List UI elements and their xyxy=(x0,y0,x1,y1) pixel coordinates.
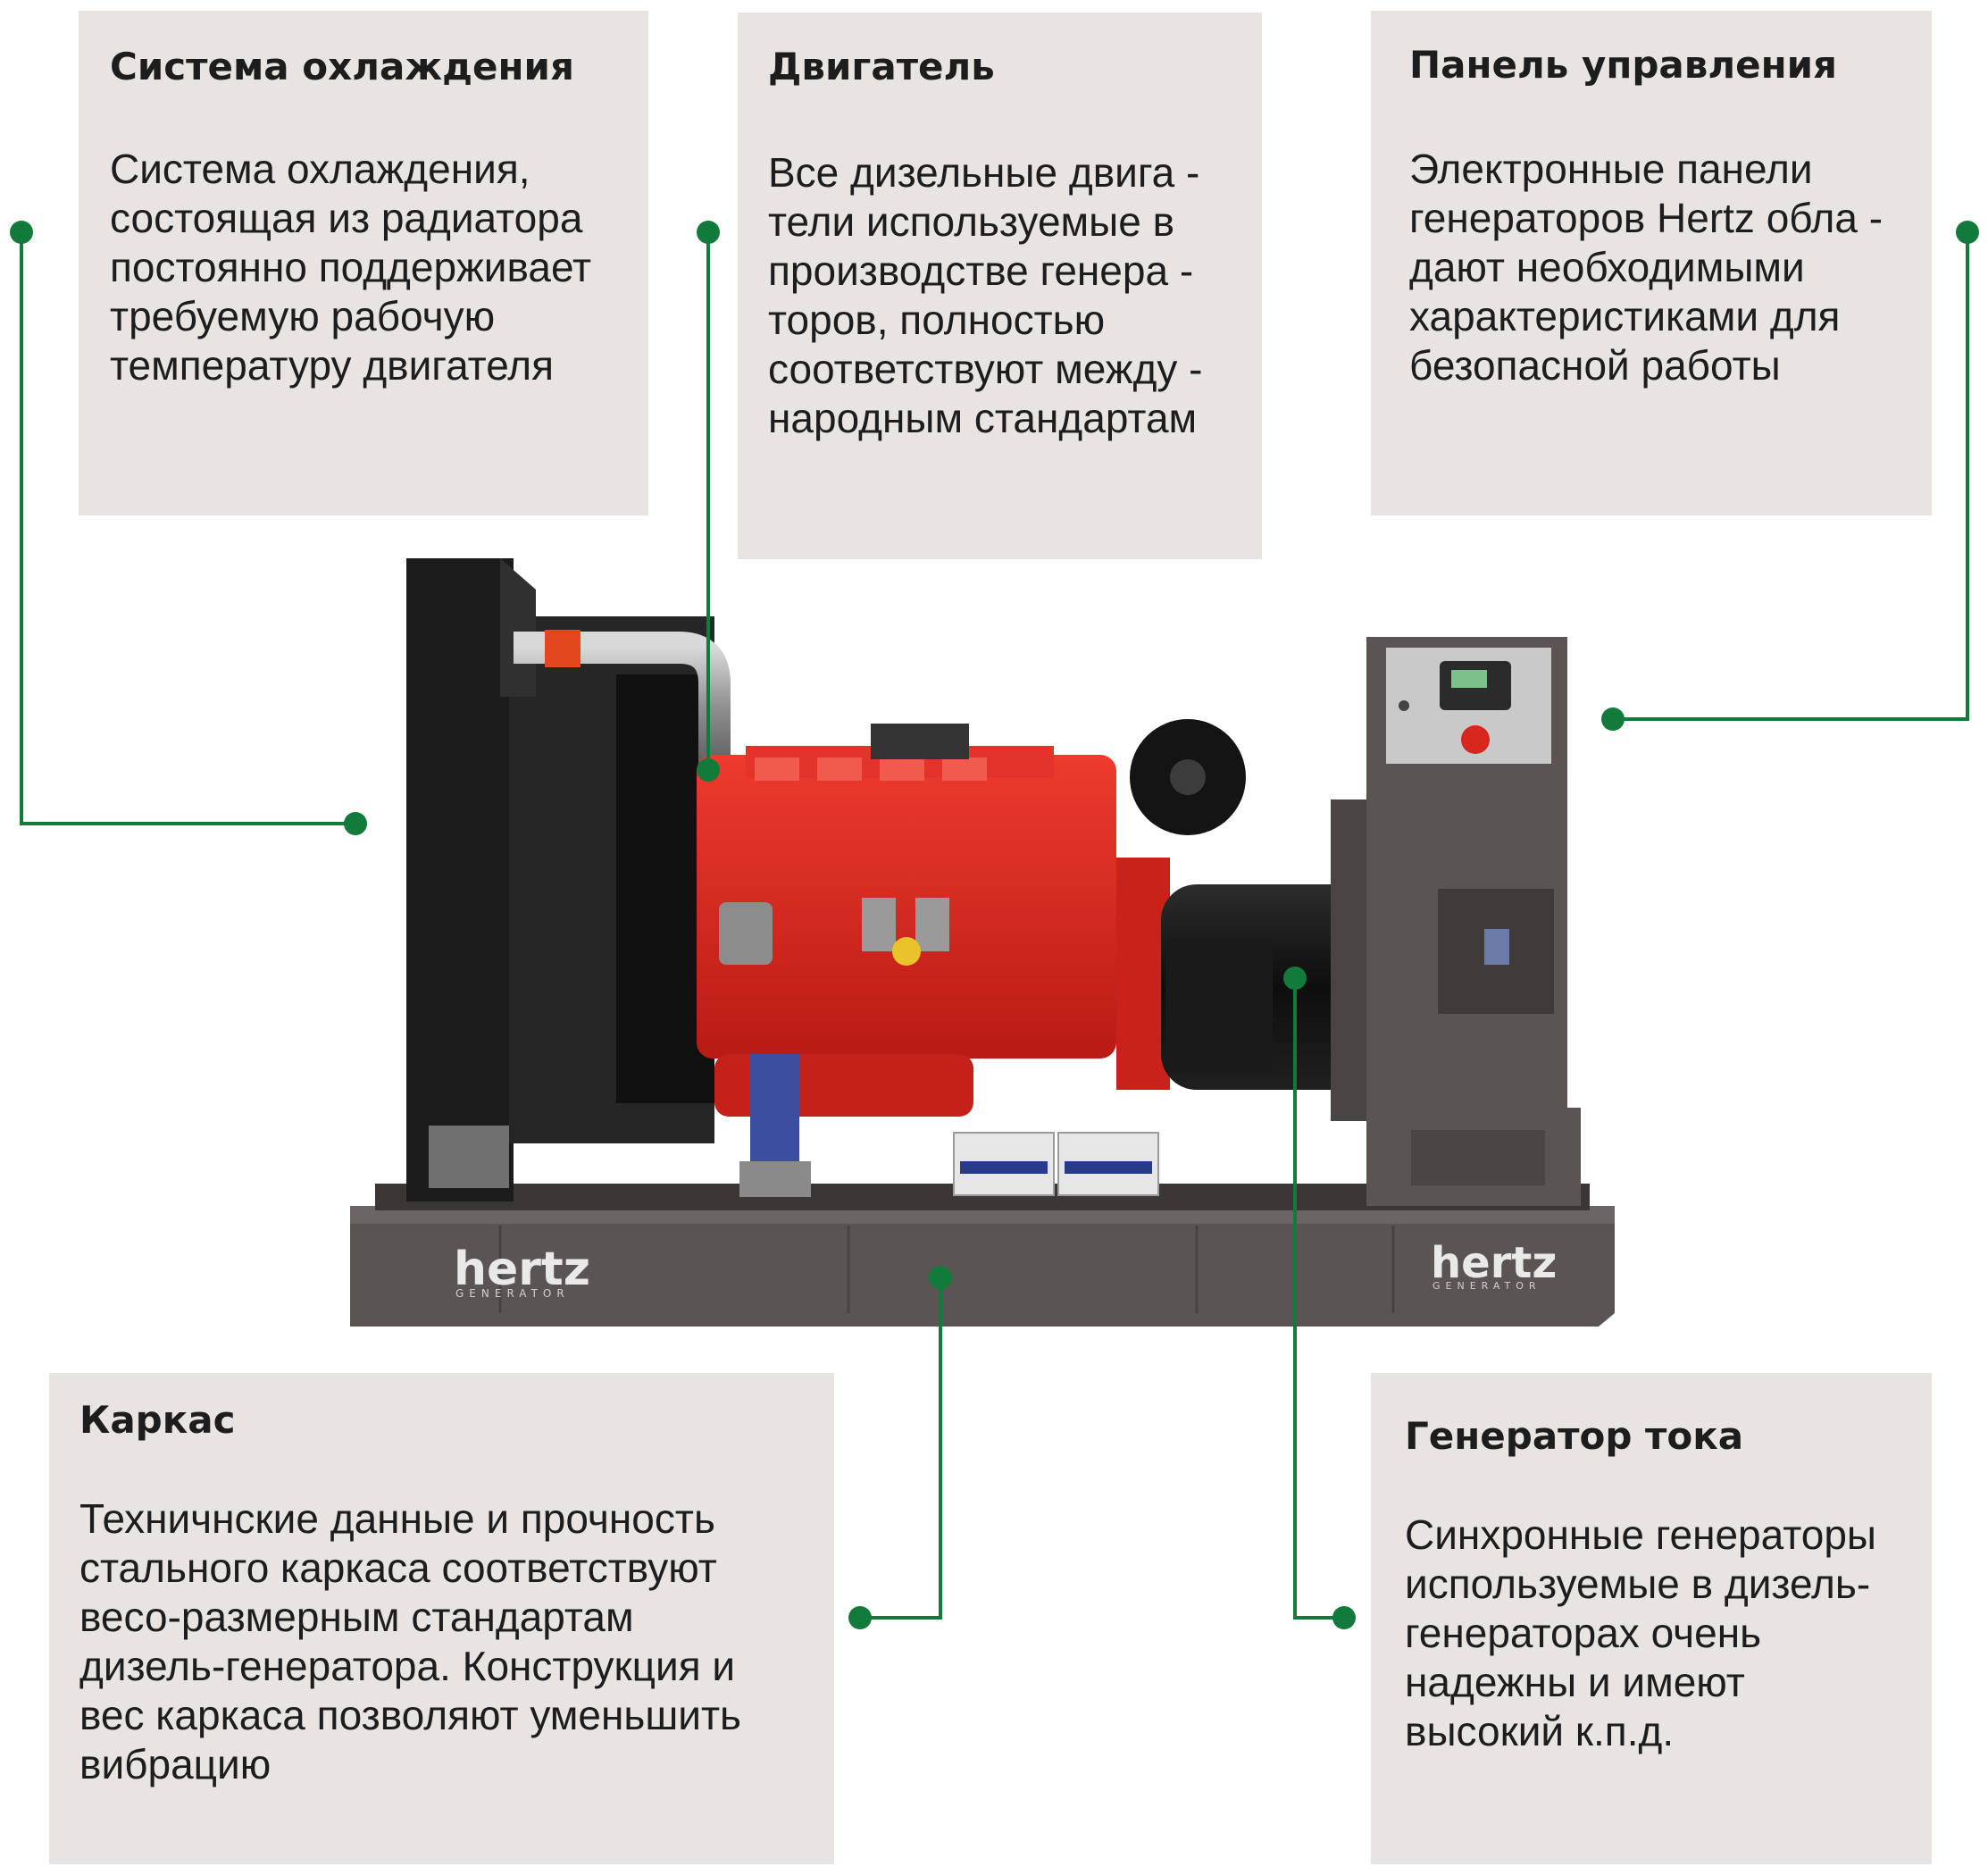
pipe-clamp xyxy=(545,630,581,667)
callout-title: Система охлаждения xyxy=(110,45,574,88)
callout-title: Панель управления xyxy=(1409,43,1837,87)
callout-title: Генератор тока xyxy=(1405,1414,1744,1458)
control-cabinet xyxy=(1366,637,1581,1206)
batteries xyxy=(953,1132,1159,1196)
hertz-logo-left: hertz GENERATOR xyxy=(454,1243,590,1300)
callout-text: Техничнские данные и прочность стального… xyxy=(79,1495,742,1788)
radiator xyxy=(406,558,714,1201)
callout-engine: Двигатель Все дизельные двига - тели исп… xyxy=(738,13,1262,559)
svg-text:hertz: hertz xyxy=(1431,1238,1557,1288)
svg-text:hertz: hertz xyxy=(454,1243,590,1296)
callout-text: Электронные панели генераторов Hertz обл… xyxy=(1409,146,1884,389)
generator-set-illustration: hertz GENERATOR hertz GENERATOR xyxy=(350,558,1615,1327)
callout-text: Синхронные генераторы используемые в диз… xyxy=(1405,1511,1876,1755)
leader-cooling xyxy=(10,221,367,835)
callout-text: Все дизельные двига - тели используемые … xyxy=(768,149,1203,442)
callout-control-panel: Панель управления Электронные панели ген… xyxy=(1371,11,1932,515)
leader-control-panel xyxy=(1601,221,1979,731)
callout-cooling-system: Система охлаждения Система охлаждения, с… xyxy=(79,11,648,515)
leader-engine xyxy=(697,221,720,782)
leader-alternator xyxy=(1283,967,1356,1629)
svg-text:GENERATOR: GENERATOR xyxy=(1433,1280,1541,1292)
callout-title: Двигатель xyxy=(768,45,995,88)
fuel-filter xyxy=(750,1054,799,1161)
coolant-pipe xyxy=(514,632,731,768)
leader-frame xyxy=(848,1266,952,1629)
hertz-logo-right: hertz GENERATOR xyxy=(1431,1238,1557,1292)
callout-title: Каркас xyxy=(79,1398,236,1442)
callout-frame: Каркас Техничнские данные и прочность ст… xyxy=(49,1373,834,1864)
svg-text:GENERATOR: GENERATOR xyxy=(455,1287,570,1300)
callout-alternator: Генератор тока Синхронные генераторы исп… xyxy=(1371,1373,1932,1864)
callout-text: Система охлаждения, состоящая из радиато… xyxy=(110,146,592,389)
